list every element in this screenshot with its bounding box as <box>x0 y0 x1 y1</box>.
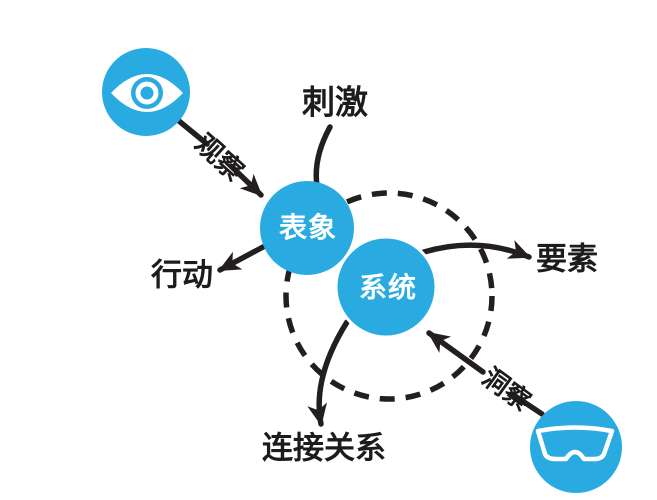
eye-node <box>102 48 190 136</box>
insight-arrow-segment <box>509 391 545 417</box>
elements-label: 要素 <box>536 241 598 277</box>
elements-arrow <box>421 240 532 260</box>
goggles-icon <box>535 425 615 462</box>
system-node-label: 系统 <box>358 273 418 304</box>
observe-arrow <box>228 163 264 198</box>
action-label: 行动 <box>151 257 213 293</box>
insight-arrow <box>426 330 486 375</box>
connections-arrow <box>307 319 350 427</box>
system-boundary-dashed-circle <box>283 190 495 402</box>
stimulus-label: 刺激 <box>302 85 368 122</box>
goggles-node <box>530 401 622 493</box>
surface-node-circle <box>260 181 354 275</box>
goggles-node-circle <box>530 401 622 493</box>
surface-node-label: 表象 <box>278 213 338 244</box>
action-arrow <box>217 244 266 273</box>
system-node-circle <box>334 235 438 339</box>
connections-label: 连接关系 <box>262 430 386 466</box>
observe-arrow-segment <box>176 118 210 147</box>
eye-icon <box>111 74 183 112</box>
stimulus-curve <box>313 124 333 189</box>
